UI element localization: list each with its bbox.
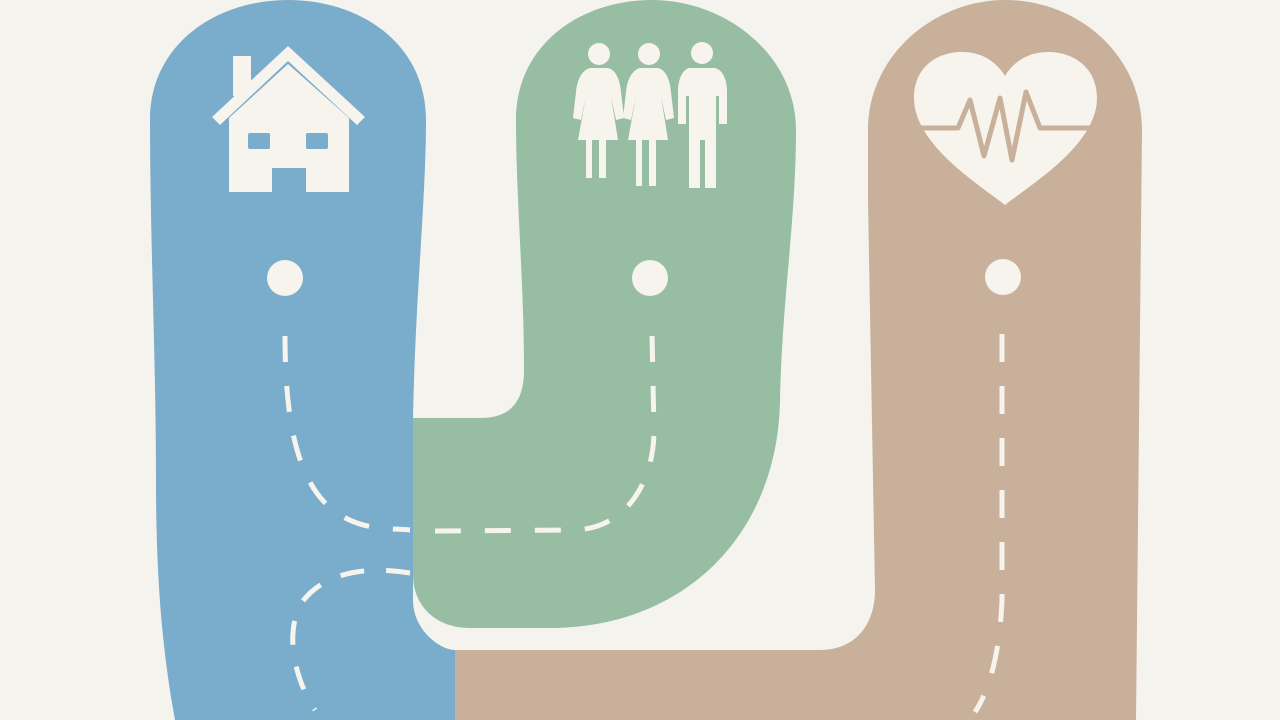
health-marker [985,259,1021,295]
family-route [434,335,657,534]
health-path [455,0,1142,720]
home-loop-route [290,567,411,712]
home-marker [267,260,303,296]
health-route [972,334,1005,714]
heartbeat-icon [914,52,1097,205]
home-route [282,335,411,533]
family-icon [573,42,727,188]
family-marker [632,260,668,296]
house-icon [212,46,365,192]
home-path [150,0,455,720]
family-path [413,0,796,628]
